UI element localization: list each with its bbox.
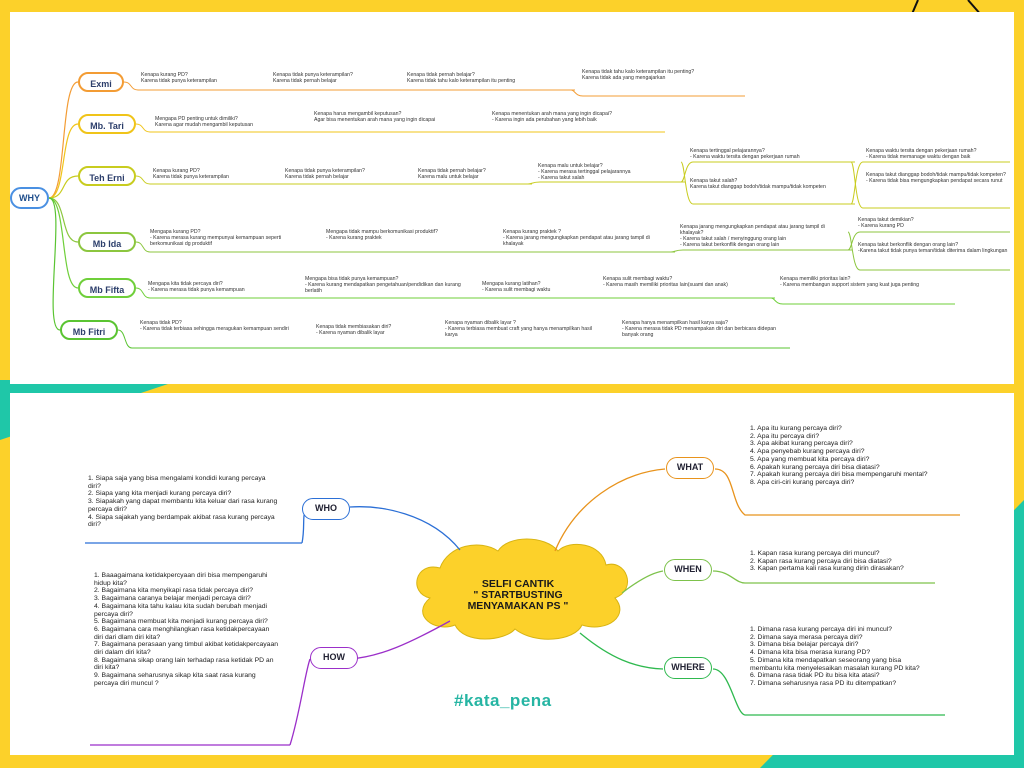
why-connectors bbox=[48, 81, 1010, 349]
connector-line bbox=[123, 81, 268, 91]
why-text: Mengapa kita tidak percaya diri? - Karen… bbox=[148, 281, 245, 293]
connector-line bbox=[770, 297, 955, 305]
why-text: Kenapa tidak punya keterampilan? Karena … bbox=[273, 72, 353, 84]
connector-line bbox=[135, 241, 320, 253]
what-node[interactable]: WHAT bbox=[666, 457, 714, 479]
why-text: Mengapa PD penting untuk dimiliki? Karen… bbox=[155, 116, 254, 128]
connector-line bbox=[847, 231, 1010, 251]
connector-line bbox=[680, 161, 855, 205]
connector-line bbox=[570, 89, 745, 97]
why-text: Kenapa sulit membagi waktu? - Karena mas… bbox=[603, 276, 728, 288]
why-text: Kenapa takut demikian? - Karena kurang P… bbox=[858, 217, 914, 229]
person-node-teh-erni[interactable]: Teh Erni bbox=[78, 166, 136, 186]
connector-line bbox=[135, 175, 280, 185]
why-text: Kenapa tidak punya keterampilan? Karena … bbox=[285, 168, 365, 180]
why-text: Kenapa tidak pernah belajar? Karena malu… bbox=[418, 168, 486, 180]
5w1h-mindmap-panel: SELFI CANTIK " STARTBUSTING MENYAMAKAN P… bbox=[10, 393, 1014, 755]
why-root-node[interactable]: WHY bbox=[10, 187, 49, 209]
why-text: Kenapa menentukan arah mana yang ingin d… bbox=[492, 111, 612, 123]
connector-line bbox=[48, 197, 61, 331]
when-questions: 1. Kapan rasa kurang percaya diri muncul… bbox=[750, 550, 904, 573]
why-text: Kenapa jarang mengungkapkan pendapat ata… bbox=[680, 224, 825, 248]
how-questions: 1. Baaagaimana ketidakpercyaan diri bisa… bbox=[94, 572, 279, 687]
connector-line bbox=[847, 231, 1010, 271]
person-node-exmi[interactable]: Exmi bbox=[78, 72, 124, 92]
why-text: Kenapa tertinggal pelajarannya? - Karena… bbox=[690, 148, 800, 160]
where-questions: 1. Dimana rasa kurang percaya diri ini m… bbox=[750, 626, 920, 687]
who-node[interactable]: WHO bbox=[302, 498, 350, 520]
connector-line bbox=[48, 175, 79, 199]
when-node[interactable]: WHEN bbox=[664, 559, 712, 581]
why-text: Kenapa tidak membiasakan diri? - Karena … bbox=[316, 324, 392, 336]
why-text: Kenapa tidak PD? - Karena tidak terbiasa… bbox=[140, 320, 289, 332]
why-text: Kenapa malu untuk belajar? - Karena mera… bbox=[538, 163, 631, 181]
who-questions: 1. Siapa saja yang bisa mengalami kondid… bbox=[88, 475, 278, 529]
connector-line bbox=[48, 197, 79, 243]
person-node-mb-fitri[interactable]: Mb Fitri bbox=[60, 320, 118, 340]
connector-line bbox=[48, 197, 79, 289]
why-text: Kenapa takut dianggap bodoh/tidak mampu/… bbox=[866, 172, 1006, 184]
what-questions: 1. Apa itu kurang percaya diri? 2. Apa i… bbox=[750, 425, 928, 486]
why-text: Kenapa hanya menampilkan hasil karya saj… bbox=[622, 320, 776, 338]
connector-line bbox=[117, 329, 310, 349]
why-text: Mengapa kurang PD? - Karena merasa kuran… bbox=[150, 229, 282, 247]
connector-line bbox=[135, 123, 308, 133]
connector-line bbox=[670, 249, 852, 253]
why-text: Mengapa bisa tidak punya kemampuan? - Ka… bbox=[305, 276, 461, 294]
why-text: Mengapa kurang latihan? - Karena sulit m… bbox=[482, 281, 551, 293]
why-text: Kenapa nyaman dibalik layar ? - Karena t… bbox=[445, 320, 593, 338]
hashtag: #kata_pena bbox=[454, 691, 552, 710]
why-text: Kenapa waktu tersita dengan pekerjaan ru… bbox=[866, 148, 977, 160]
why-text: Mengapa tidak mampu berkomunikasi produk… bbox=[326, 229, 438, 241]
how-node[interactable]: HOW bbox=[310, 647, 358, 669]
why-text: Kenapa kurang PD? Karena tidak punya ket… bbox=[153, 168, 229, 180]
why-text: Kenapa harus mengambil keputusan? Agar b… bbox=[314, 111, 436, 123]
why-mindmap-panel: WHY Exmi Kenapa kurang PD? Karena tidak … bbox=[10, 12, 1014, 384]
where-node[interactable]: WHERE bbox=[664, 657, 712, 679]
connector-line bbox=[850, 161, 1010, 205]
person-node-mb-ida[interactable]: Mb Ida bbox=[78, 232, 136, 252]
center-title: SELFI CANTIK " STARTBUSTING MENYAMAKAN P… bbox=[467, 578, 569, 612]
connector-line bbox=[48, 123, 79, 199]
why-text: Kenapa kurang PD? Karena tidak punya ket… bbox=[141, 72, 217, 84]
why-text: Kenapa tidak tahu kalo keterampilan itu … bbox=[582, 69, 695, 81]
connector-line bbox=[680, 161, 855, 183]
why-text: Kenapa takut berkonflik dengan orang lai… bbox=[858, 242, 1008, 254]
person-node-mb-fifta[interactable]: Mb Fifta bbox=[78, 278, 136, 298]
why-text: Kenapa tidak pernah belajar? Karena tida… bbox=[407, 72, 516, 84]
person-node-mb-tari[interactable]: Mb. Tari bbox=[78, 114, 136, 134]
center-cloud-shape bbox=[416, 538, 628, 640]
connector-line bbox=[135, 287, 300, 299]
connector-line bbox=[527, 181, 685, 185]
why-text: Kenapa takut salah? Karena takut diangga… bbox=[690, 178, 826, 190]
connector-line bbox=[48, 81, 79, 199]
connector-line bbox=[850, 161, 1010, 209]
5w1h-connectors bbox=[85, 468, 960, 746]
why-text: Kenapa memiliki prioritas lain? - Karena… bbox=[780, 276, 919, 288]
why-text: Kenapa kurang praktek ? - Karena jarang … bbox=[503, 229, 650, 247]
